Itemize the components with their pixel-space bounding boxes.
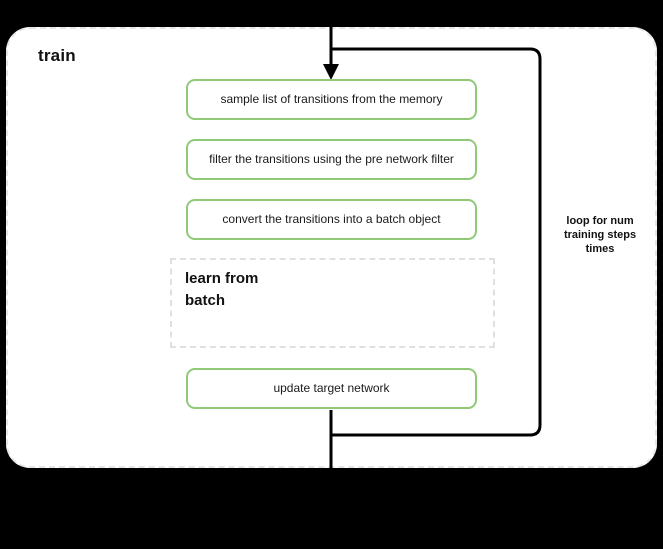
step-label: sample list of transitions from the memo… <box>220 92 443 107</box>
step-label: update target network <box>273 381 390 396</box>
step-label: filter the transitions using the pre net… <box>209 152 454 167</box>
page-title: train <box>38 46 76 65</box>
learn-from-batch-block[interactable]: learn from batch <box>170 258 495 348</box>
step-label: convert the transitions into a batch obj… <box>222 212 441 227</box>
learn-from-batch-label: learn from batch <box>185 270 259 309</box>
loop-annotation-label: loop for num training steps times <box>563 215 637 255</box>
step-box-convert[interactable]: convert the transitions into a batch obj… <box>186 199 477 240</box>
step-box-update-target-network[interactable]: update target network <box>186 368 477 409</box>
step-box-sample[interactable]: sample list of transitions from the memo… <box>186 79 477 120</box>
step-box-filter[interactable]: filter the transitions using the pre net… <box>186 139 477 180</box>
